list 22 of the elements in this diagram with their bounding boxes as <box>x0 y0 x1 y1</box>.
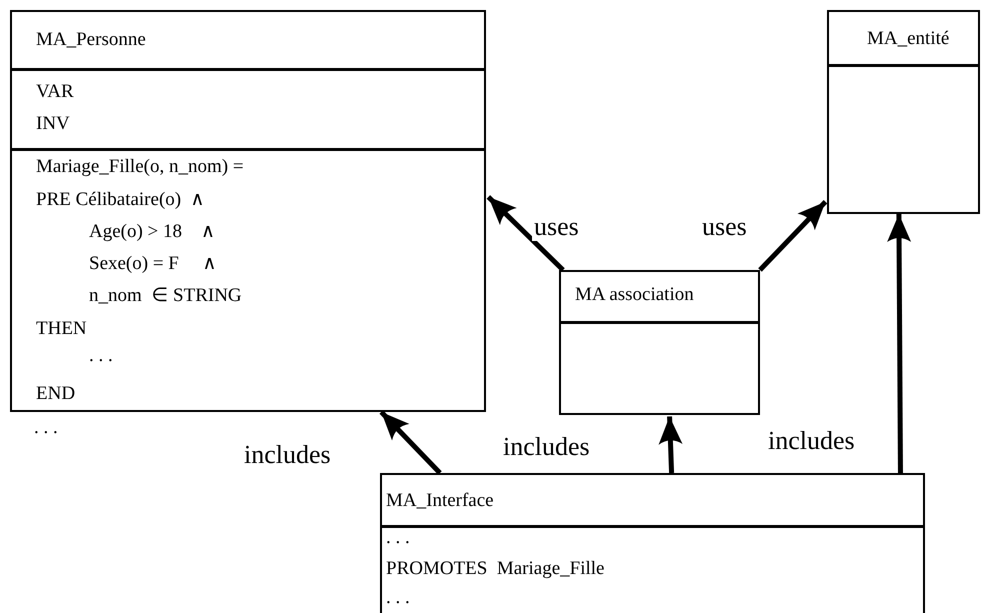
class-name: MA_Personne <box>36 29 146 51</box>
class-name: MA_Interface <box>386 490 494 512</box>
class-box <box>10 10 486 412</box>
class-text: . . . <box>386 527 410 549</box>
class-text: INV <box>36 113 70 135</box>
class-text: . . . <box>89 345 113 367</box>
class-name: MA association <box>575 284 694 306</box>
class-text: VAR <box>36 81 74 103</box>
class-box <box>559 270 760 415</box>
class-text: Mariage_Fille(o, n_nom) = <box>36 156 244 178</box>
class-box <box>827 10 980 214</box>
class-text: Sexe(o) = F ∧ <box>89 253 217 275</box>
note-text: . . . <box>34 417 58 439</box>
class-box <box>380 473 925 613</box>
class-text: PRE Célibataire(o) ∧ <box>36 189 205 211</box>
class-name: MA_entité <box>867 28 950 50</box>
class-text: THEN <box>36 318 87 340</box>
class-text: END <box>36 383 76 405</box>
class-text: Age(o) > 18 ∧ <box>89 221 216 243</box>
class-text: PROMOTES Mariage_Fille <box>386 558 604 580</box>
class-text: n_nom ∈ STRING <box>89 285 242 307</box>
class-text: . . . <box>386 587 410 609</box>
